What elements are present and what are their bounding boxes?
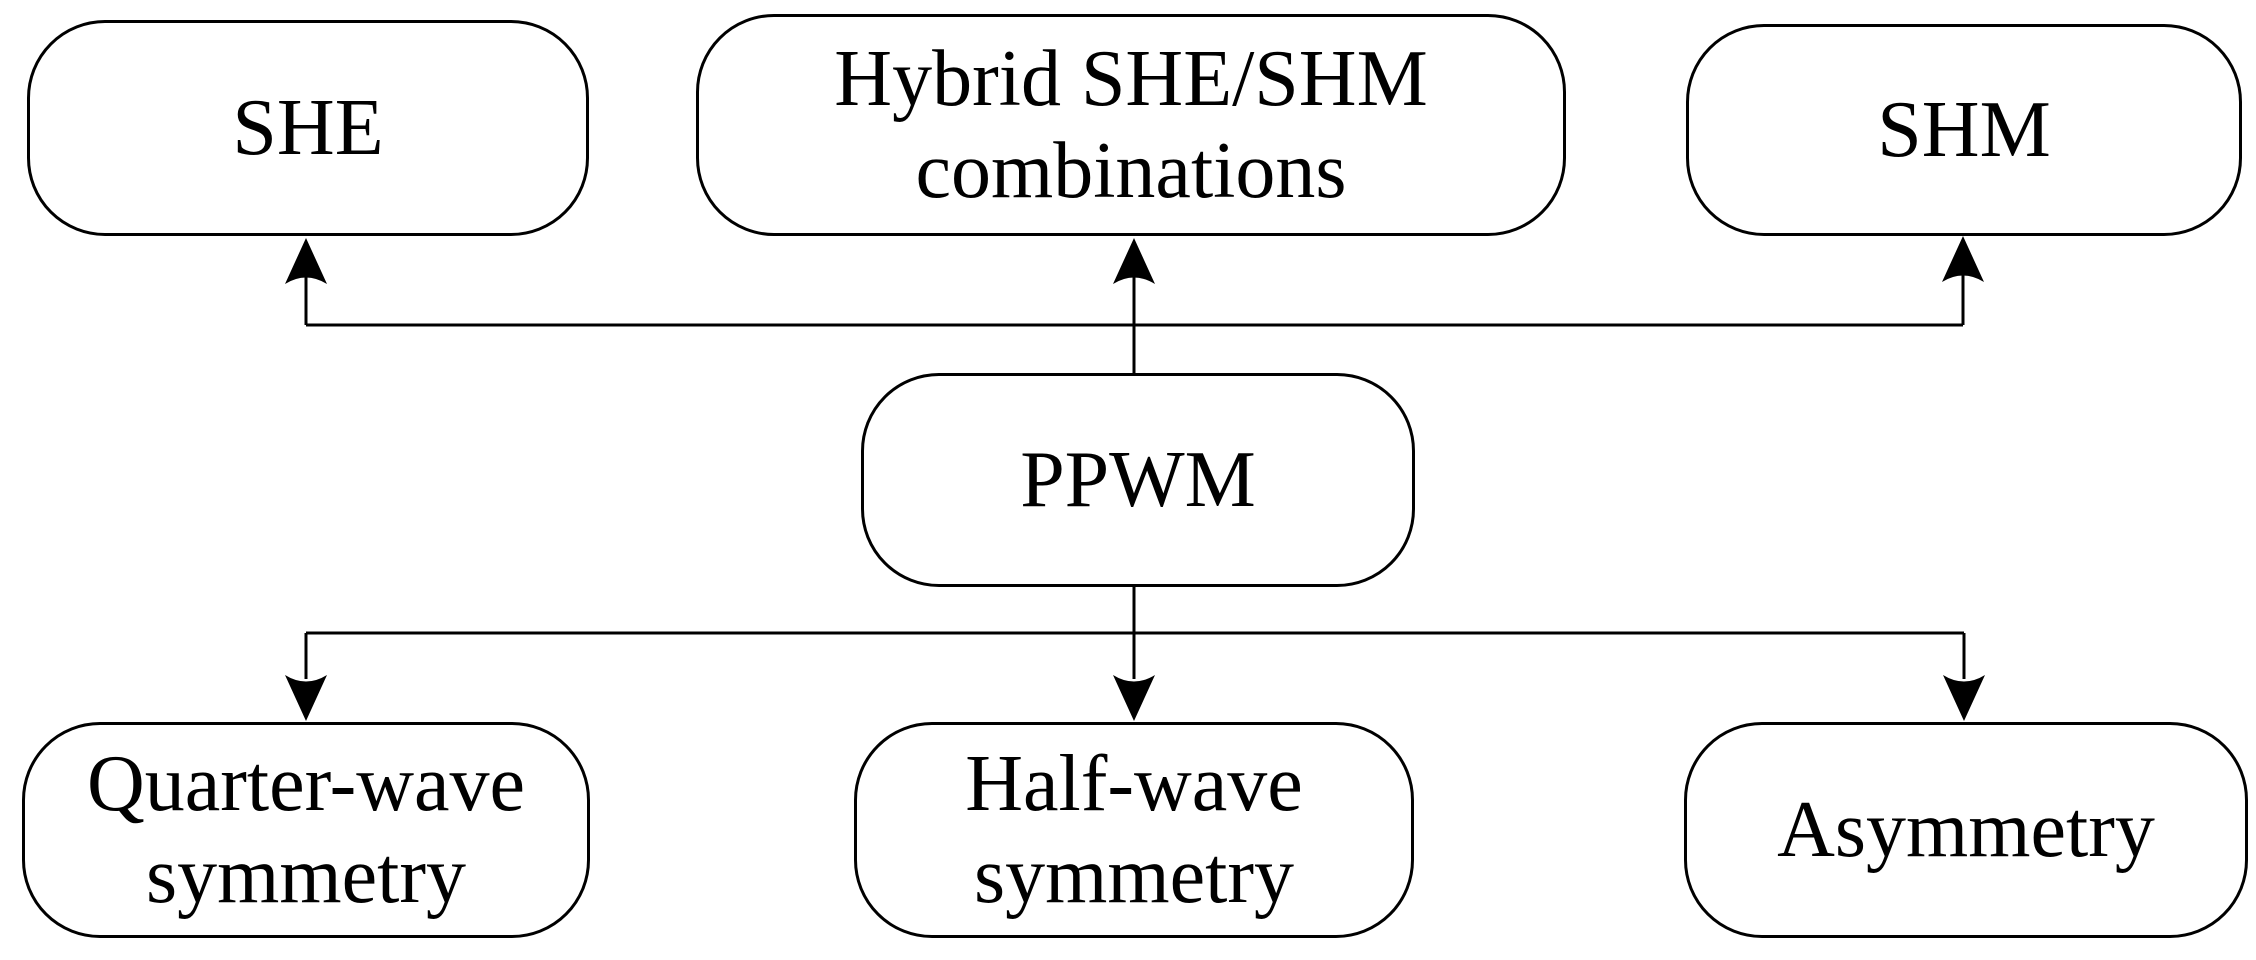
node-she-label: SHE <box>232 84 384 172</box>
node-asymmetry-label: Asymmetry <box>1777 786 2155 874</box>
node-half-wave-symmetry: Half-wave symmetry <box>854 722 1414 938</box>
node-ppwm-label: PPWM <box>1020 436 1256 524</box>
node-shm-label: SHM <box>1877 86 2051 174</box>
edge-ppwm-half-arrowhead <box>1113 675 1155 721</box>
node-hybrid-she-shm-combinations: Hybrid SHE/SHM combinations <box>696 14 1566 236</box>
node-hybrid-label: Hybrid SHE/SHM combinations <box>834 35 1428 215</box>
edge-ppwm-quarter-arrowhead <box>285 675 327 721</box>
edge-ppwm-she-arrowhead <box>285 238 327 284</box>
node-shm: SHM <box>1686 24 2242 236</box>
node-she: SHE <box>27 20 589 236</box>
node-half-label: Half-wave symmetry <box>965 740 1303 920</box>
edge-ppwm-shm-arrowhead <box>1942 236 1984 282</box>
node-quarter-label: Quarter-wave symmetry <box>86 740 526 920</box>
node-quarter-wave-symmetry: Quarter-wave symmetry <box>22 722 590 938</box>
node-ppwm: PPWM <box>861 373 1415 587</box>
edge-ppwm-hybrid-arrowhead <box>1113 238 1155 284</box>
node-asymmetry: Asymmetry <box>1684 722 2248 938</box>
edge-ppwm-asymmetry-arrowhead <box>1943 675 1985 721</box>
